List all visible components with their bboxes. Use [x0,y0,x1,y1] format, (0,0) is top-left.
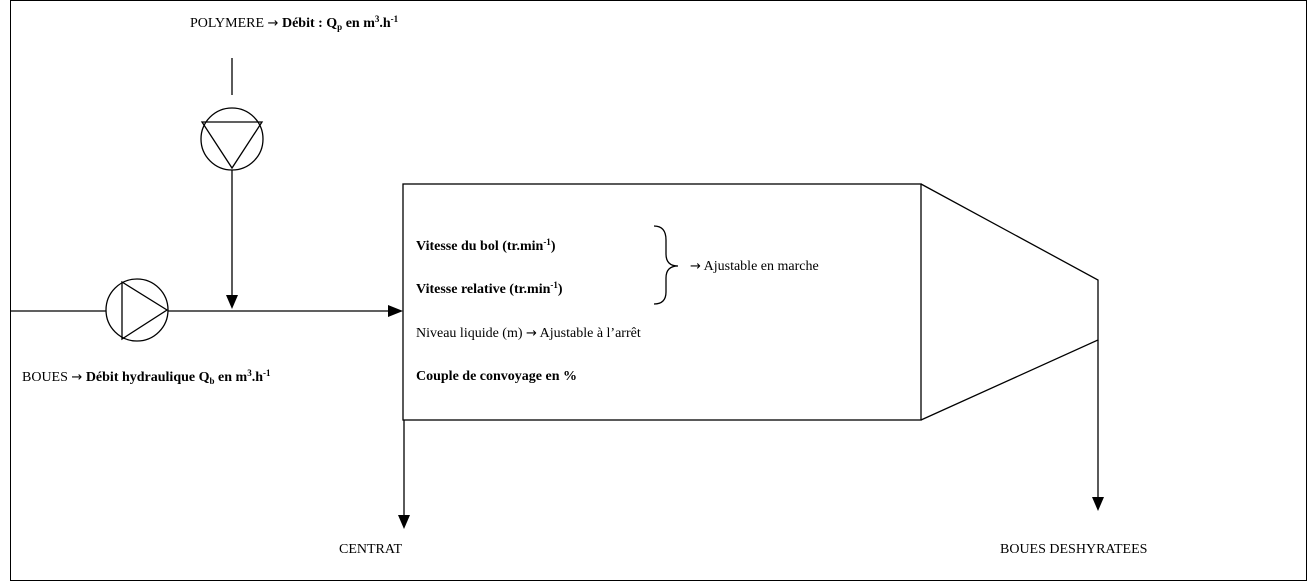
feed-arrowhead [388,305,403,317]
polymer-name: POLYMERE [190,16,265,31]
polymer-label: POLYMERE → Débit : Qp en m3.h-1 [190,15,398,32]
liquid-level-arrow-icon: → [526,326,537,341]
dewatered-label: BOUES DESHYRATEES [1000,542,1148,557]
sludge-name: BOUES [22,370,68,385]
bowl-speed-label: Vitesse du bol (tr.min-1) [416,237,556,255]
liquid-level-label: Niveau liquide (m) → Ajustable à l’arrêt [416,326,641,341]
adjustable-running-label: → Ajustable en marche [690,259,819,274]
grouping-brace [653,225,679,305]
dewatered-arrowhead [1092,497,1104,511]
relative-speed-label: Vitesse relative (tr.min-1) [416,280,563,298]
sludge-flow-label: Débit hydraulique Qb en m3.h-1 [85,368,271,386]
sludge-arrow-icon: → [71,370,83,385]
centrate-arrowhead [398,515,410,529]
polymer-arrow-icon: → [267,16,279,31]
torque-label: Couple de convoyage en % [416,369,577,384]
centrifuge-cone [920,183,1099,421]
adjustable-arrow-icon: → [690,259,701,274]
polymer-flow-label: Débit : Qp en m3.h-1 [281,14,399,32]
sludge-pump-icon [105,278,169,342]
centrate-label: CENTRAT [339,542,402,557]
sludge-label: BOUES → Débit hydraulique Qb en m3.h-1 [22,369,271,386]
polymer-arrowhead [226,295,238,309]
polymer-pump-icon [200,107,264,171]
